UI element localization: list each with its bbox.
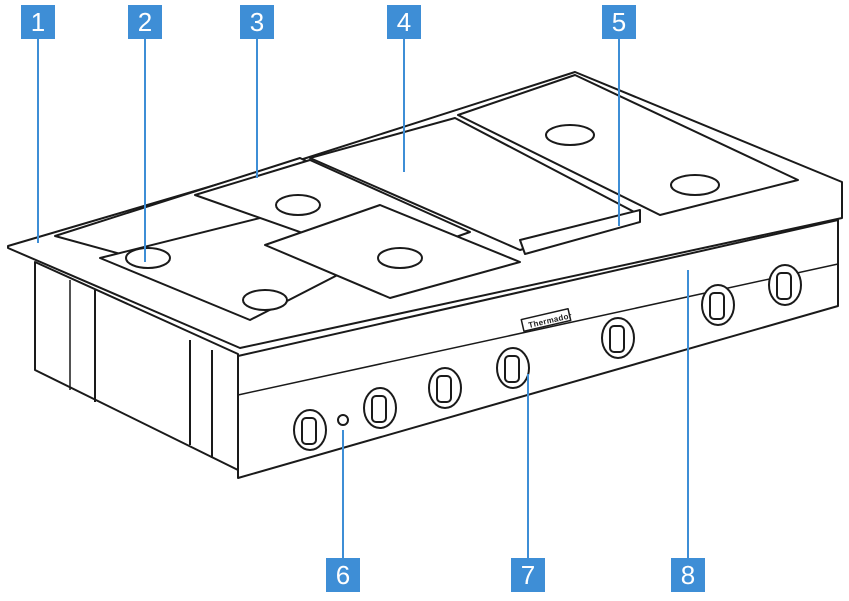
- callout-6: 6: [326, 558, 360, 592]
- burner-cap-1: [125, 247, 171, 269]
- knob-5: [601, 317, 635, 359]
- burner-cap-2: [275, 194, 321, 216]
- knob-1: [293, 409, 327, 451]
- burner-cap-3: [242, 289, 288, 311]
- ignition-indicator: [337, 414, 349, 426]
- brand-plate-frame: [520, 308, 572, 332]
- callout-4: 4: [387, 5, 421, 39]
- callout-7: 7: [511, 558, 545, 592]
- knob-6: [701, 284, 735, 326]
- burner-cap-5: [545, 124, 595, 146]
- callout-2: 2: [128, 5, 162, 39]
- callout-5: 5: [602, 5, 636, 39]
- burner-cap-4: [377, 247, 423, 269]
- knob-3: [428, 367, 462, 409]
- callout-1: 1: [21, 5, 55, 39]
- knob-7: [768, 264, 802, 306]
- burner-cap-6: [670, 174, 720, 196]
- callout-8: 8: [671, 558, 705, 592]
- knob-2: [363, 387, 397, 429]
- knob-4: [496, 347, 530, 389]
- callout-3: 3: [240, 5, 274, 39]
